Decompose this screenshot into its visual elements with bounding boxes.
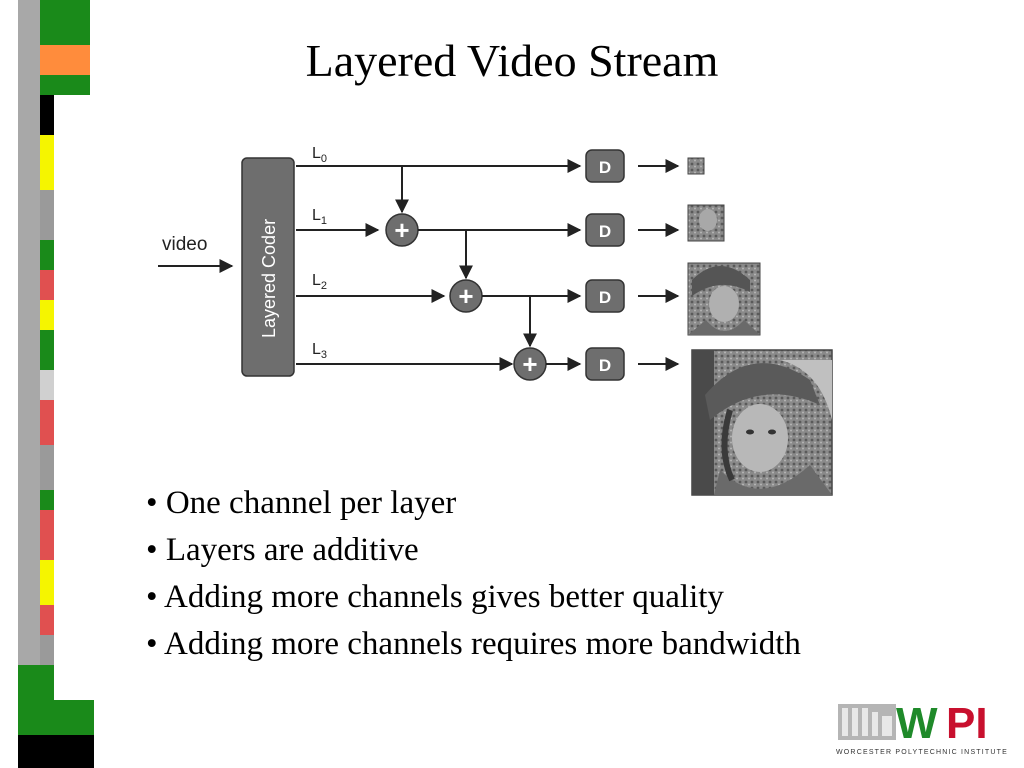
logo-subtitle: WORCESTER POLYTECHNIC INSTITUTE	[836, 749, 1008, 756]
bullet-item-3: • Adding more channels gives better qual…	[146, 579, 724, 615]
logo-letters-pi: PI	[946, 699, 988, 748]
decorative-left-strip	[0, 0, 110, 768]
video-input-label: video	[162, 234, 207, 255]
decoder-3: D	[585, 347, 625, 381]
adder-2: +	[449, 279, 483, 313]
slide-title: Layered Video Stream	[305, 35, 719, 86]
bullet-item-2: • Layers are additive	[146, 532, 419, 568]
adder-2-symbol: +	[458, 281, 473, 311]
decoder-3-label: D	[599, 356, 611, 375]
layer-label-3: L3	[312, 341, 327, 361]
output-image-3	[691, 349, 833, 496]
logo-letter-w: W	[896, 699, 938, 748]
layer-label-2: L2	[312, 272, 327, 292]
logo-building-icon	[838, 704, 896, 740]
adder-3-symbol: +	[522, 349, 537, 379]
adder-1: +	[385, 213, 419, 247]
decoder-0-label: D	[599, 158, 611, 177]
decoder-0: D	[585, 149, 625, 183]
bullet-item-1: • One channel per layer	[146, 485, 457, 521]
layered-coder-label: Layered Coder	[259, 219, 279, 338]
decoder-2: D	[585, 279, 625, 313]
layered-coder-diagram: video Layered Coder L0 L1 L2 L3 + + + D	[158, 145, 833, 496]
output-image-2	[687, 262, 761, 336]
layered-coder-block: Layered Coder	[241, 157, 295, 377]
decoder-1: D	[585, 213, 625, 247]
decoder-1-label: D	[599, 222, 611, 241]
bullet-list: • One channel per layer • Layers are add…	[146, 480, 801, 668]
decoder-2-label: D	[599, 288, 611, 307]
wpi-logo: W PI WORCESTER POLYTECHNIC INSTITUTE	[836, 699, 1008, 756]
adder-3: +	[513, 347, 547, 381]
output-image-1	[687, 204, 725, 242]
bullet-item-4: • Adding more channels requires more ban…	[146, 626, 801, 662]
adder-1-symbol: +	[394, 215, 409, 245]
output-image-0	[687, 157, 705, 175]
layer-label-1: L1	[312, 207, 327, 227]
layer-label-0: L0	[312, 145, 327, 165]
